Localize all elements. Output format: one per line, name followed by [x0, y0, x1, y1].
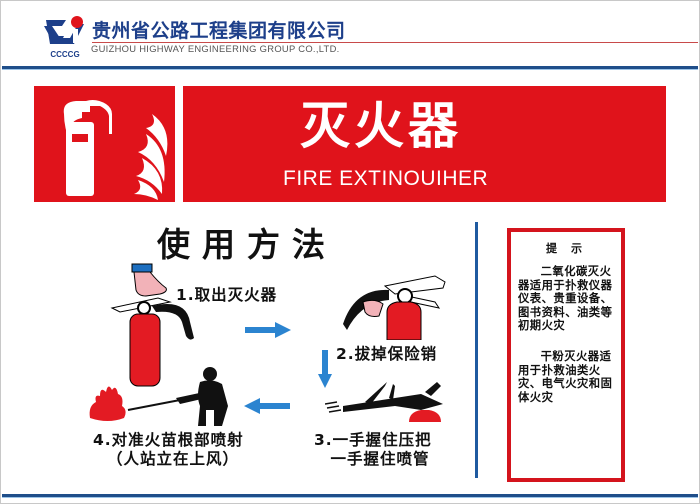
step-4-label-line1: 4.对准火苗根部喷射	[93, 431, 244, 449]
footer-blue-rule	[2, 494, 698, 498]
squeeze-handle-icon	[325, 376, 455, 424]
pull-safety-pin-icon	[335, 274, 450, 340]
sign-title-cn: 灭火器	[300, 97, 462, 155]
step-1-label: 1.取出灭火器	[176, 286, 278, 304]
person-spraying-fire-icon	[88, 366, 238, 428]
header-red-rule	[92, 42, 698, 43]
step-2-label: 2.拔掉保险销	[336, 345, 438, 363]
header-blue-rule	[2, 66, 698, 70]
step-4-label: 4.对准火苗根部喷射 （人站立在上风）	[93, 431, 244, 470]
tips-title: 提示	[546, 242, 596, 255]
company-logo-icon: CCCCG	[40, 14, 90, 60]
arrow-left-icon	[244, 398, 290, 414]
company-name-cn: 贵州省公路工程集团有限公司	[92, 20, 346, 42]
step-3-label-line2: 一手握住喷管	[314, 450, 430, 469]
usage-method-title: 使用方法	[157, 225, 337, 264]
tips-box: 提示 二氧化碳灭火器适用于扑救仪器仪表、贵重设备、图书资料、油类等初期火灾 干粉…	[507, 228, 625, 482]
fire-extinguisher-sign-icon-box	[34, 86, 175, 202]
arrow-right-icon	[245, 322, 291, 338]
company-name-en: GUIZHOU HIGHWAY ENGINEERING GROUP CO.,LT…	[91, 43, 340, 54]
section-divider	[475, 222, 478, 478]
arrow-down-icon	[318, 350, 332, 388]
step-3-label-line1: 3.一手握住压把	[314, 431, 432, 449]
fire-extinguisher-flame-icon	[63, 100, 168, 200]
step-4-label-line2: （人站立在上风）	[107, 450, 240, 469]
step-3-label: 3.一手握住压把 一手握住喷管	[314, 431, 432, 470]
tip-dry-powder-extinguisher: 干粉灭火器适用于扑救油类火灾、电气火灾和固体火灾	[518, 350, 613, 404]
sign-title-en: FIRE EXTINOUIHER	[283, 167, 489, 190]
svg-text:CCCCG: CCCCG	[50, 50, 79, 59]
tip-co2-extinguisher: 二氧化碳灭火器适用于扑救仪器仪表、贵重设备、图书资料、油类等初期火灾	[518, 265, 613, 332]
hand-lifting-extinguisher-icon	[100, 262, 210, 387]
sign-title-box	[183, 86, 666, 202]
